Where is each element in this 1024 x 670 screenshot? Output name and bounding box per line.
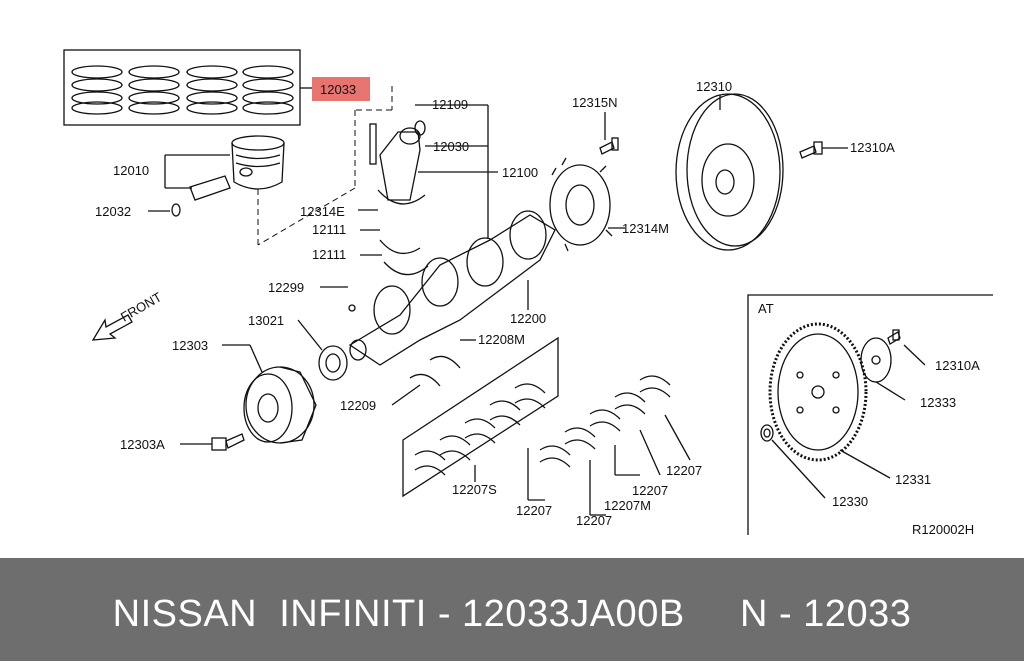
label-reluctor-bolt: 12315N bbox=[572, 95, 618, 110]
conrod-drawing bbox=[369, 120, 429, 276]
label-flywheel: 12310 bbox=[696, 79, 732, 94]
label-rod-bushing: 12030 bbox=[433, 139, 469, 154]
pulley-bolt-drawing bbox=[211, 433, 245, 451]
label-main-bearing-1: 12207 bbox=[516, 503, 552, 518]
label-main-bearing-2: 12207 bbox=[576, 513, 612, 528]
label-pin-clip: 12032 bbox=[95, 204, 131, 219]
at-box bbox=[747, 294, 993, 535]
label-at-reinforcement: 12333 bbox=[920, 395, 956, 410]
label-flywheel-bolt: 12310A bbox=[850, 140, 895, 155]
label-pulley: 12303 bbox=[172, 338, 208, 353]
flywheel-bolt-drawing bbox=[799, 141, 823, 159]
label-rod-bearing-lower: 12111 bbox=[312, 247, 346, 262]
label-rings: 12033 bbox=[320, 82, 356, 97]
label-diagram-ref: R120002H bbox=[912, 522, 974, 537]
reluctor-bolt-drawing bbox=[599, 137, 619, 155]
label-at-bolt: 12310A bbox=[935, 358, 980, 373]
label-pulley-bolt: 12303A bbox=[120, 437, 165, 452]
label-thrust-washer: 12208M bbox=[478, 332, 525, 347]
footer-bar: NISSAN INFINITI - 12033JA00B N - 12033 bbox=[0, 558, 1024, 661]
reluctor-plate-drawing bbox=[549, 157, 613, 252]
label-front: FRONT bbox=[118, 289, 164, 324]
label-rod-bolt: 12109 bbox=[432, 97, 468, 112]
main-bearings-drawing bbox=[539, 375, 671, 468]
label-crankshaft: 12200 bbox=[510, 311, 546, 326]
label-at-box: AT bbox=[758, 301, 774, 316]
label-reluctor-plate: 12314M bbox=[622, 221, 669, 236]
label-key: 12299 bbox=[268, 280, 304, 295]
drive-plate-drawing bbox=[768, 322, 868, 462]
pulley-drawing bbox=[243, 366, 317, 444]
crankshaft-drawing bbox=[348, 210, 556, 366]
label-at-spacer: 12330 bbox=[832, 494, 868, 509]
label-main-bearing-3: 12207 bbox=[632, 483, 668, 498]
label-rod-nut: 12314E bbox=[300, 204, 345, 219]
label-conrod: 12100 bbox=[502, 165, 538, 180]
label-bearing-set: 12207S bbox=[452, 482, 497, 497]
label-sprocket: 13021 bbox=[248, 313, 284, 328]
at-bolt-drawing bbox=[887, 329, 901, 345]
flywheel-drawing bbox=[675, 93, 784, 251]
label-main-bearing-4: 12207 bbox=[666, 463, 702, 478]
piston-drawing bbox=[171, 135, 285, 217]
label-rod-bearing-upper: 12111 bbox=[312, 222, 346, 237]
label-main-bearing-m: 12207M bbox=[604, 498, 651, 513]
bearing-set-box bbox=[402, 336, 559, 498]
label-at-drive-plate: 12331 bbox=[895, 472, 931, 487]
spacer-drawing bbox=[760, 424, 774, 442]
label-piston: 12010 bbox=[113, 163, 149, 178]
highlight-box bbox=[312, 77, 370, 101]
label-main-bearing-cap: 12209 bbox=[340, 398, 376, 413]
footer-part-number: NISSAN INFINITI - 12033JA00B N - 12033 bbox=[112, 593, 912, 635]
sprocket-drawing bbox=[318, 345, 348, 381]
piston-rings-drawing bbox=[71, 65, 294, 115]
front-arrow bbox=[91, 314, 133, 341]
parts-diagram: 12033 12010 12032 12109 12030 12100 1231… bbox=[63, 49, 993, 537]
reinforcement-plate-drawing bbox=[860, 337, 892, 383]
